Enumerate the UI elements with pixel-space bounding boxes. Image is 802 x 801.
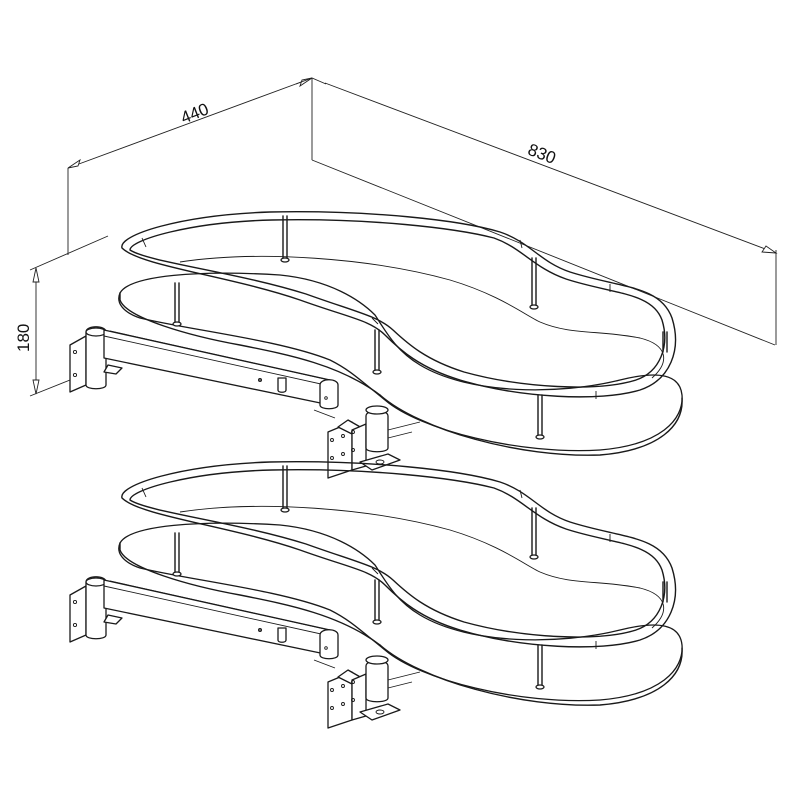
upper-basket <box>118 211 683 456</box>
dimension-180 <box>29 235 109 397</box>
dimension-830 <box>311 82 778 346</box>
lower-basket <box>118 461 683 706</box>
dimension-440 <box>67 77 327 255</box>
dimension-label-180: 180 <box>14 323 33 352</box>
